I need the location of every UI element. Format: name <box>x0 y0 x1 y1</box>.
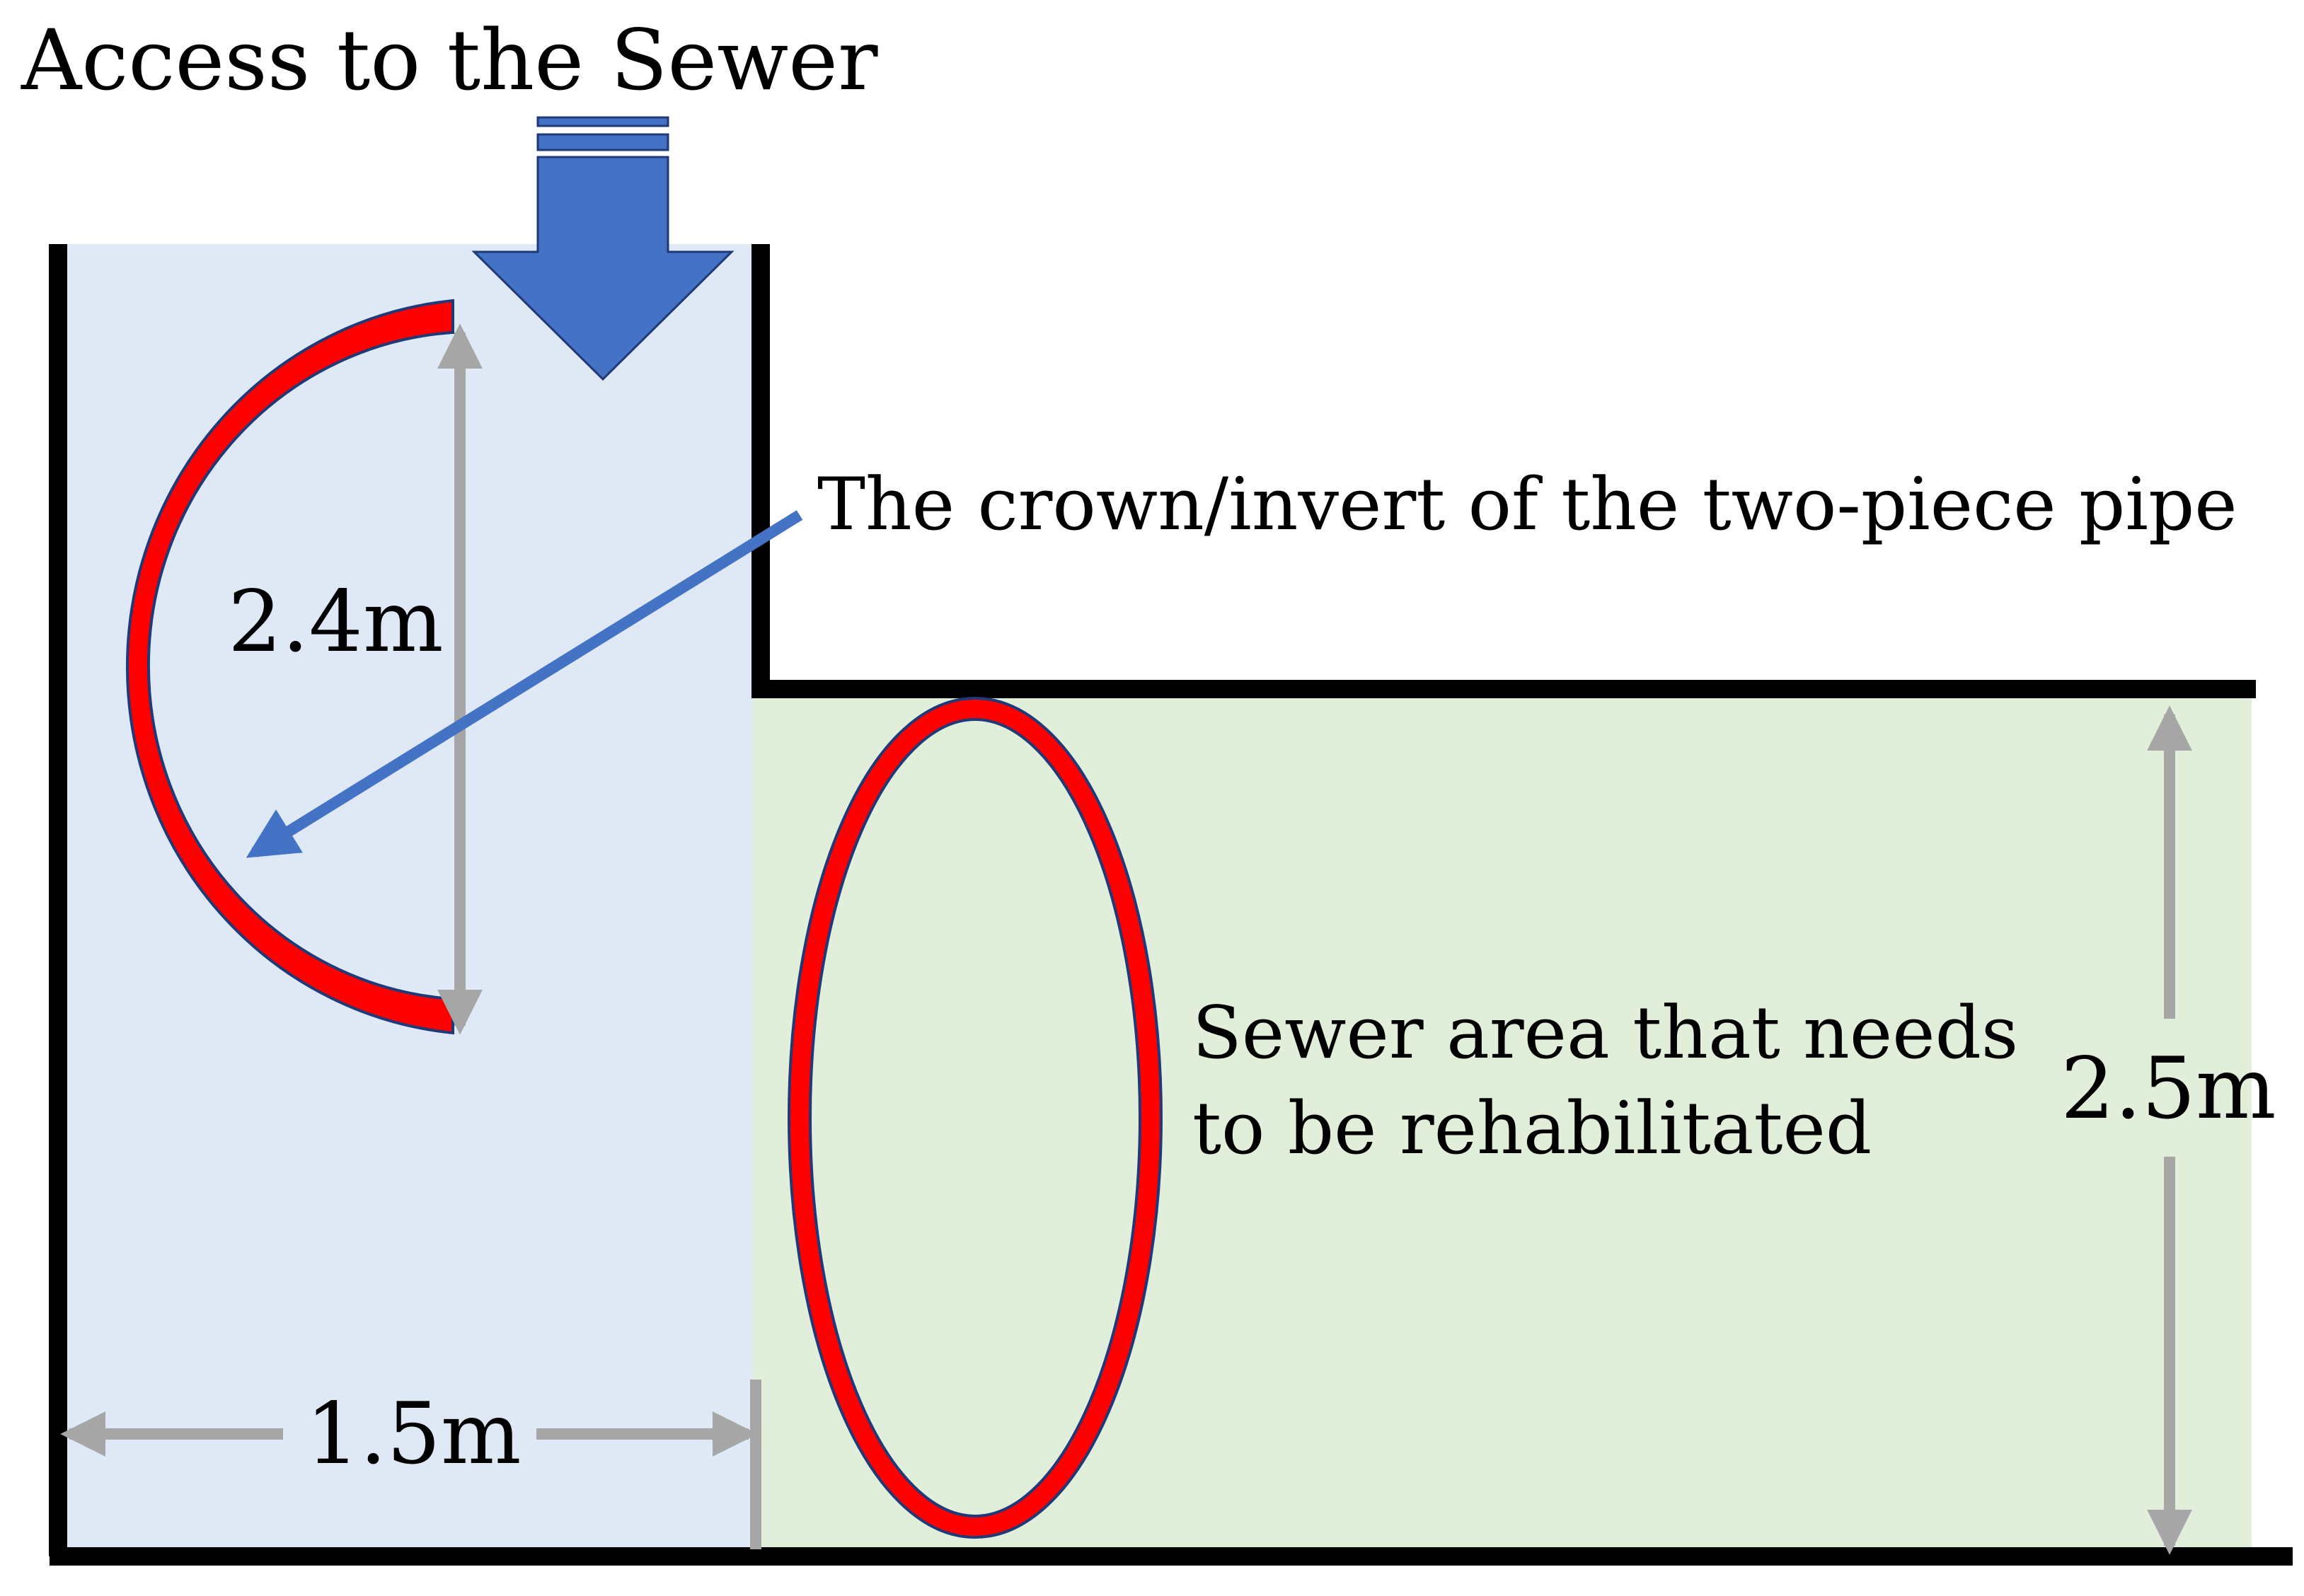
diagram-title: Access to the Sewer <box>21 11 878 109</box>
crown-invert-pointer-arrow <box>246 510 803 858</box>
sewer-area-label-line2: to be rehabilitated <box>1192 1087 1872 1171</box>
access-arrow-icon <box>471 116 735 381</box>
pipe-height-label: 2.4m <box>228 573 444 671</box>
access-shaft-area <box>61 244 753 1547</box>
shaft-width-label: 1.5m <box>306 1385 522 1484</box>
shaft-right-wall-and-sewer-crown <box>751 244 2256 698</box>
sewer-area-label-line1: Sewer area that needs <box>1192 991 2018 1075</box>
shaft-walls <box>49 244 2293 1566</box>
sewer-height-label: 2.5m <box>2061 1040 2276 1138</box>
sewer-pipe-ellipse-red <box>790 700 1160 1536</box>
sewer-area-label: Sewer area that needs to be rehabilitate… <box>1192 991 2041 1171</box>
sewer-area <box>753 689 2252 1548</box>
crown-invert-label: The crown/invert of the two-piece pipe <box>817 463 2237 547</box>
